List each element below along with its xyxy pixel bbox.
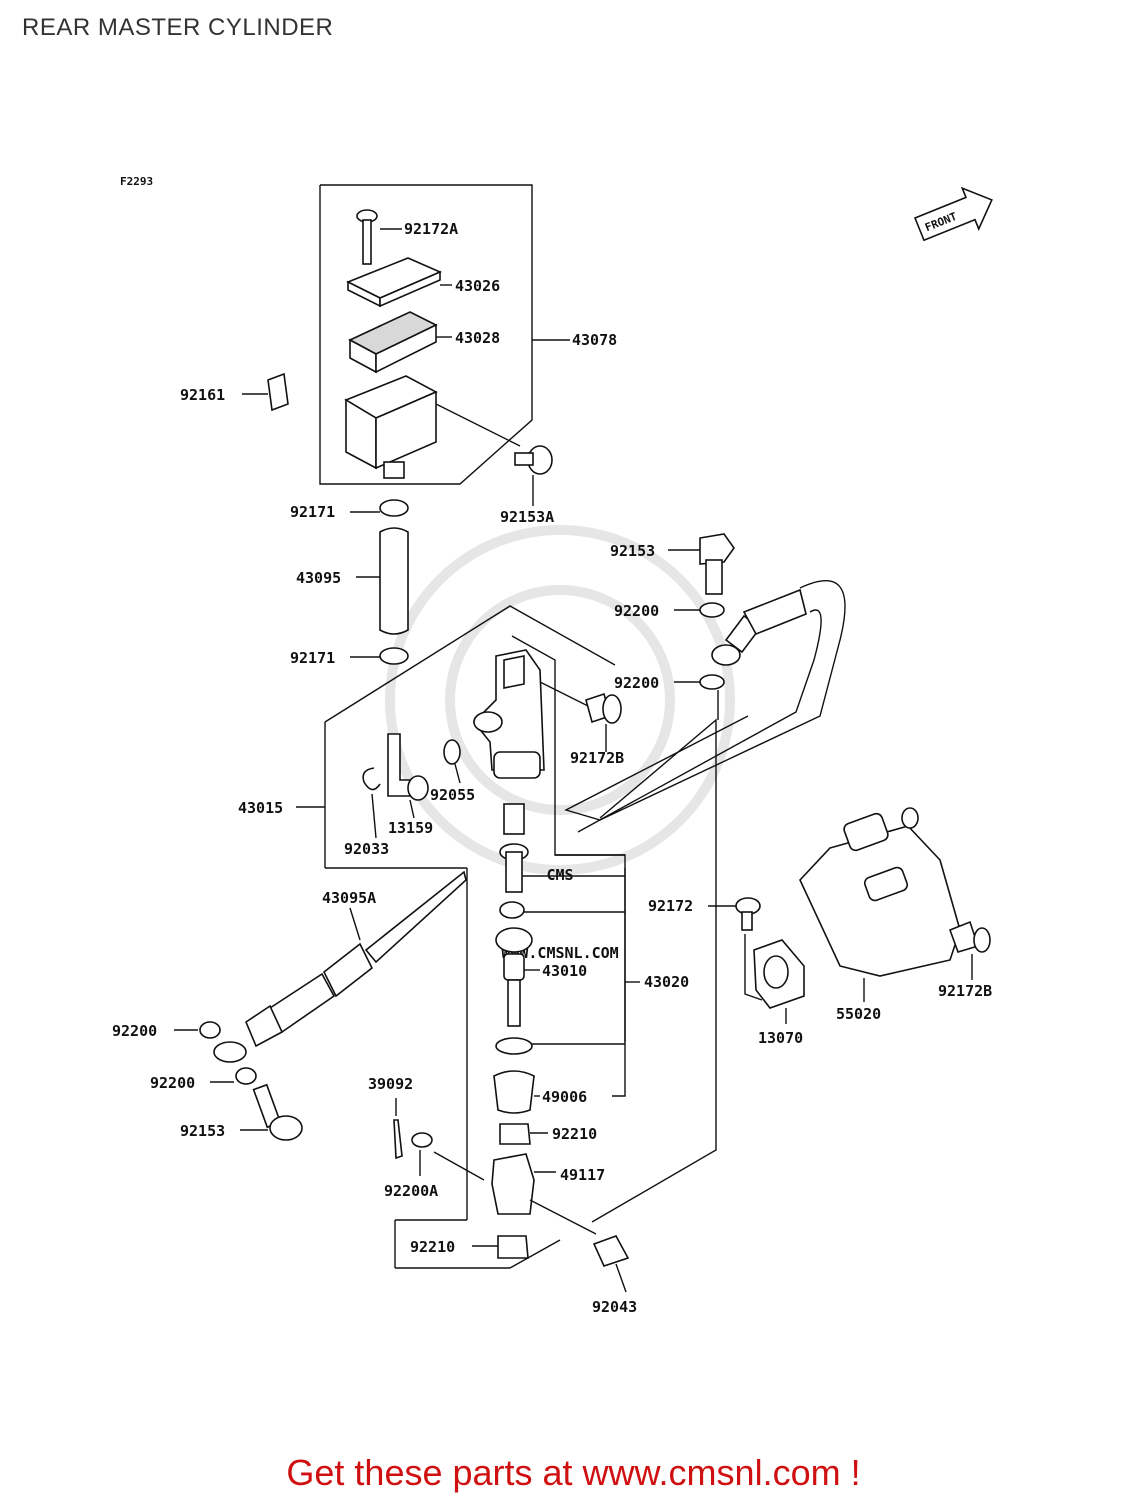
part-label: 43028 — [455, 329, 500, 347]
clamp-92171-upper — [350, 499, 409, 517]
part-label: 92200 — [614, 674, 659, 692]
reservoir-body — [344, 375, 521, 479]
diaphragm-43028 — [348, 311, 452, 374]
part-label: 92210 — [552, 1125, 597, 1143]
parts-diagram: CMS WWW.CMSNL.COM F2293 FRONT — [112, 175, 993, 1316]
figure-code: F2293 — [120, 175, 153, 188]
part-label: 92172 — [648, 897, 693, 915]
part-label: 92172B — [570, 749, 624, 767]
part-labels: 92172A 43026 43028 43078 92161 92153A 92… — [112, 220, 992, 1316]
part-label: 92171 — [290, 649, 335, 667]
piston-parts — [393, 803, 640, 1293]
part-label: 43015 — [238, 799, 283, 817]
part-label: 92153A — [500, 508, 554, 526]
part-label: 92172B — [938, 982, 992, 1000]
guard-group — [555, 718, 991, 1223]
bolt-92153a — [514, 445, 553, 506]
hose-43095 — [356, 527, 409, 635]
part-label: 92153 — [180, 1122, 225, 1140]
cap-92161 — [242, 372, 289, 412]
part-label: 13070 — [758, 1029, 803, 1047]
part-label: 92210 — [410, 1238, 455, 1256]
front-arrow-icon: FRONT — [913, 186, 993, 242]
part-label: 43026 — [455, 277, 500, 295]
part-label: 43078 — [572, 331, 617, 349]
part-label: 92200 — [614, 602, 659, 620]
page-title: REAR MASTER CYLINDER — [22, 14, 334, 41]
part-label: 43020 — [644, 973, 689, 991]
part-label: 39092 — [368, 1075, 413, 1093]
part-label: 92200 — [112, 1022, 157, 1040]
watermark-url: WWW.CMSNL.COM — [501, 944, 618, 962]
part-label: 92200 — [150, 1074, 195, 1092]
part-label: 49006 — [542, 1088, 587, 1106]
screw-92172a — [356, 209, 402, 265]
part-label: 92172A — [404, 220, 458, 238]
watermark: CMS WWW.CMSNL.COM — [385, 525, 735, 962]
part-label: 92153 — [610, 542, 655, 560]
part-label: 92055 — [430, 786, 475, 804]
upper-banjo-group — [511, 533, 846, 1097]
footer-link[interactable]: Get these parts at www.cmsnl.com ! — [286, 1452, 861, 1493]
part-label: 92043 — [592, 1298, 637, 1316]
part-label: 92200A — [384, 1182, 438, 1200]
clamp-92171-lower — [350, 647, 409, 665]
part-label: 43010 — [542, 962, 587, 980]
part-label: 43095A — [322, 889, 376, 907]
part-label: 55020 — [836, 1005, 881, 1023]
part-label: 92033 — [344, 840, 389, 858]
part-label: 92171 — [290, 503, 335, 521]
lower-hose-group — [174, 870, 467, 1141]
part-label: 43095 — [296, 569, 341, 587]
watermark-logo: CMS — [546, 866, 573, 884]
reservoir-group — [319, 184, 570, 506]
part-label: 49117 — [560, 1166, 605, 1184]
master-cylinder-group — [296, 605, 622, 1269]
cap-43026 — [346, 257, 452, 308]
part-label: 13159 — [388, 819, 433, 837]
part-label: 92161 — [180, 386, 225, 404]
